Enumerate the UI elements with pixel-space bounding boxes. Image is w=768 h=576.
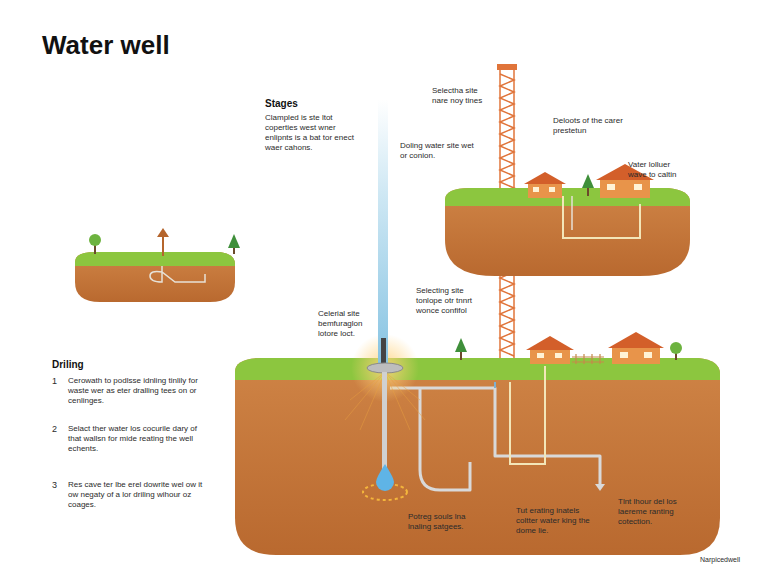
page-title: Water well <box>42 30 170 61</box>
step-text: Cerowath to podlsse idnling tinlily for … <box>68 376 203 406</box>
ground-note: Tut erating inatels coltter water king t… <box>516 506 594 536</box>
step-number: 2 <box>52 424 57 435</box>
stage-note: Clampled is ste ltot coperties west wner… <box>265 113 357 153</box>
callout-note: Selecting site tonlope otr tnnrt wonce c… <box>416 286 488 316</box>
callout-note: Doling water site wet or conion. <box>400 141 474 161</box>
callout-note: Selectha site nare noy tines <box>432 86 494 106</box>
step-number: 1 <box>52 376 57 387</box>
ground-note: Potreg souls lna lnaling satgees. <box>408 512 480 532</box>
callout-note: Celerial site bemfuraglon lotore loct. <box>318 309 375 339</box>
ground-note: Tlnt lhour del los laereme ranting cotec… <box>618 497 696 527</box>
watermark: Narpicedwell <box>700 556 740 565</box>
step-text: Res cave ter lbe erel dowrite wel ow it … <box>68 480 203 510</box>
section-heading: Driling <box>52 359 84 372</box>
step-number: 3 <box>52 480 57 491</box>
callout-note: Vater lolluer wave to caltin <box>628 160 690 180</box>
step-text: Selact ther water los cocurile dary of t… <box>68 424 203 454</box>
callout-note: Deloots of the carer prestetun <box>553 116 623 136</box>
section-heading: Stages <box>265 98 298 111</box>
